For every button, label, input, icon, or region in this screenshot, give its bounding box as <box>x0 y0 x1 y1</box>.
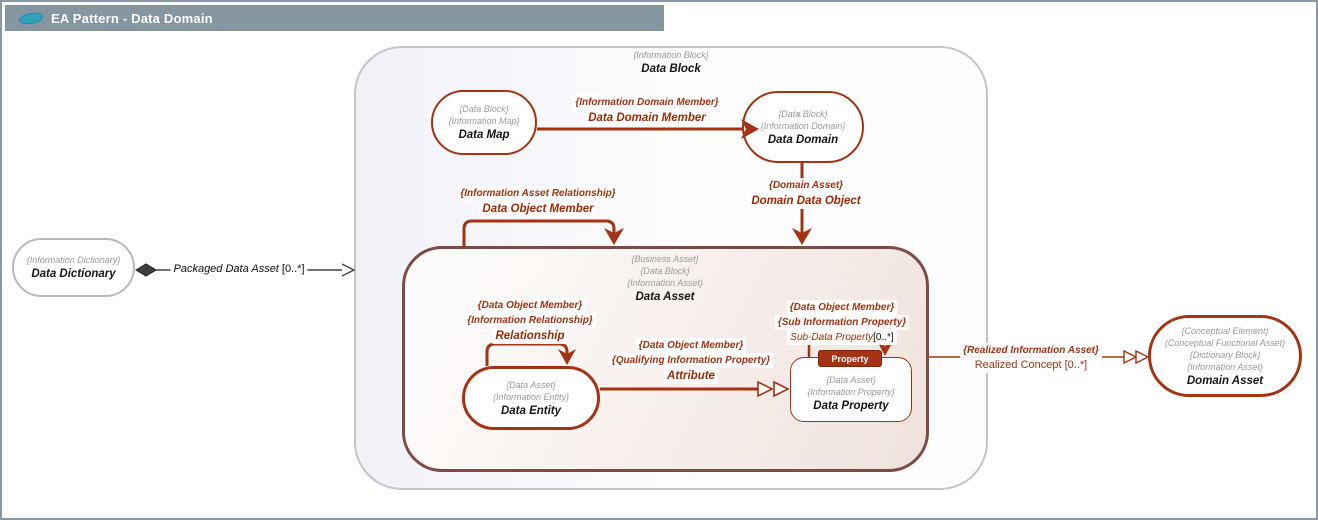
edge-name: Data Domain Member <box>585 110 709 126</box>
edge-name: Sub-Data Property <box>790 332 874 343</box>
edge-stereotype: {Information Relationship} <box>464 313 596 328</box>
node-name: Data Dictionary <box>31 268 116 280</box>
edge-stereotype: {Qualifying Information Property} <box>608 353 774 368</box>
edge-name: Realized Concept [0..*] <box>971 358 1091 373</box>
stereotype: {Data Block} <box>778 108 828 119</box>
label-domain-data-object: {Domain Asset} Domain Data Object <box>748 178 864 209</box>
arrowhead <box>604 228 624 245</box>
edge-stereotype: {Sub Information Property} <box>774 315 910 330</box>
stereotype: {Information Entity} <box>492 391 570 402</box>
edge-stereotype: {Realized Information Asset} <box>960 343 1102 358</box>
edge-name: Domain Data Object <box>748 193 864 209</box>
node-name: Data Block <box>641 63 701 75</box>
stereotype: {Data Block} <box>640 266 690 276</box>
edge-stereotype: {Data Object Member} <box>635 338 747 353</box>
label-packaged-data-asset: Packaged Data Asset [0..*] <box>170 263 308 275</box>
node-data-entity[interactable]: {Data Asset} {Information Entity} Data E… <box>462 366 600 430</box>
arrowhead <box>741 119 759 139</box>
stereotype: {Information Domain} <box>760 120 846 131</box>
node-name: Data Domain <box>767 133 839 146</box>
stereotype: {Business Asset} <box>631 254 699 264</box>
stereotype: {Data Asset} <box>506 379 556 390</box>
node-data-domain[interactable]: {Data Block} {Information Domain} Data D… <box>742 91 864 163</box>
node-name: Data Asset <box>635 291 695 303</box>
stereotype: {Information Map} <box>448 116 520 126</box>
diagram-title-bar: EA Pattern - Data Domain <box>5 5 664 31</box>
stereotype: {Information Property} <box>807 387 895 397</box>
node-name: Data Map <box>458 129 510 141</box>
edge-relationship[interactable] <box>485 342 569 366</box>
edge-stereotype: {Information Domain Member} <box>572 95 722 110</box>
stereotype: {Information Asset} <box>627 278 703 288</box>
stereotype: {Conceptual Element} <box>1181 325 1269 336</box>
edge-name: Packaged Data Asset <box>170 263 282 275</box>
label-data-domain-member: {Information Domain Member} Data Domain … <box>572 95 722 126</box>
open-arrowhead <box>1123 349 1138 365</box>
node-name: Data Property <box>813 400 889 412</box>
label-data-object-member: {Information Asset Relationship} Data Ob… <box>457 186 619 217</box>
node-data-map[interactable]: {Data Block} {Information Map} Data Map <box>431 90 537 155</box>
edge-stereotype: {Domain Asset} <box>765 178 847 193</box>
label-sub-data-property: {Data Object Member} {Sub Information Pr… <box>774 300 910 345</box>
edge-name-row: Sub-Data Property [0..*] <box>787 330 897 345</box>
stereotype: {Dictionary Block} <box>1189 349 1261 360</box>
diagram-title: EA Pattern - Data Domain <box>51 10 213 26</box>
property-tag[interactable]: Property <box>818 350 882 367</box>
data-asset-label: {Business Asset} {Data Block} {Informati… <box>627 253 703 304</box>
edge-name: Relationship <box>492 328 568 344</box>
aggregation-diamond[interactable] <box>135 263 157 277</box>
edge-name: Data Object Member <box>479 201 597 217</box>
edge-data-object-member[interactable] <box>462 219 616 246</box>
open-arrowhead <box>773 380 790 398</box>
edge-cardinality: [0..*] <box>873 332 894 343</box>
node-domain-asset[interactable]: {Conceptual Element} {Conceptual Functio… <box>1148 315 1302 397</box>
stereotype: {Data Block} <box>459 104 509 114</box>
edge-stereotype: {Data Object Member} <box>474 298 586 313</box>
node-name: Domain Asset <box>1186 374 1264 387</box>
property-tag-label: Property <box>831 353 869 364</box>
arrowhead <box>558 349 576 365</box>
stereotype: {Information Block} <box>633 50 709 60</box>
node-data-property[interactable]: {Data Asset} {Information Property} Data… <box>790 357 912 422</box>
edge-stereotype: {Data Object Member} <box>786 300 898 315</box>
open-arrowhead <box>1135 349 1150 365</box>
label-realized-concept: {Realized Information Asset} Realized Co… <box>960 343 1102 373</box>
node-data-dictionary[interactable]: {Information Dictionary} Data Dictionary <box>12 238 135 297</box>
open-arrowhead <box>757 380 774 398</box>
label-attribute: {Data Object Member} {Qualifying Informa… <box>608 338 774 384</box>
data-block-label: {Information Block} Data Block <box>633 49 709 76</box>
open-arrowhead <box>341 263 356 277</box>
edge-stereotype: {Information Asset Relationship} <box>457 186 619 201</box>
edge-cardinality: [0..*] <box>281 263 308 275</box>
label-relationship: {Data Object Member} {Information Relati… <box>464 298 596 344</box>
stereotype: {Information Asset} <box>1187 361 1263 372</box>
node-name: Data Entity <box>500 404 562 417</box>
edge-name: Attribute <box>664 368 718 384</box>
arrowhead <box>792 228 812 245</box>
stereotype: {Information Dictionary} <box>26 255 121 265</box>
stereotype: {Data Asset} <box>826 375 876 385</box>
stereotype: {Conceptual Functional Asset} <box>1164 337 1286 348</box>
